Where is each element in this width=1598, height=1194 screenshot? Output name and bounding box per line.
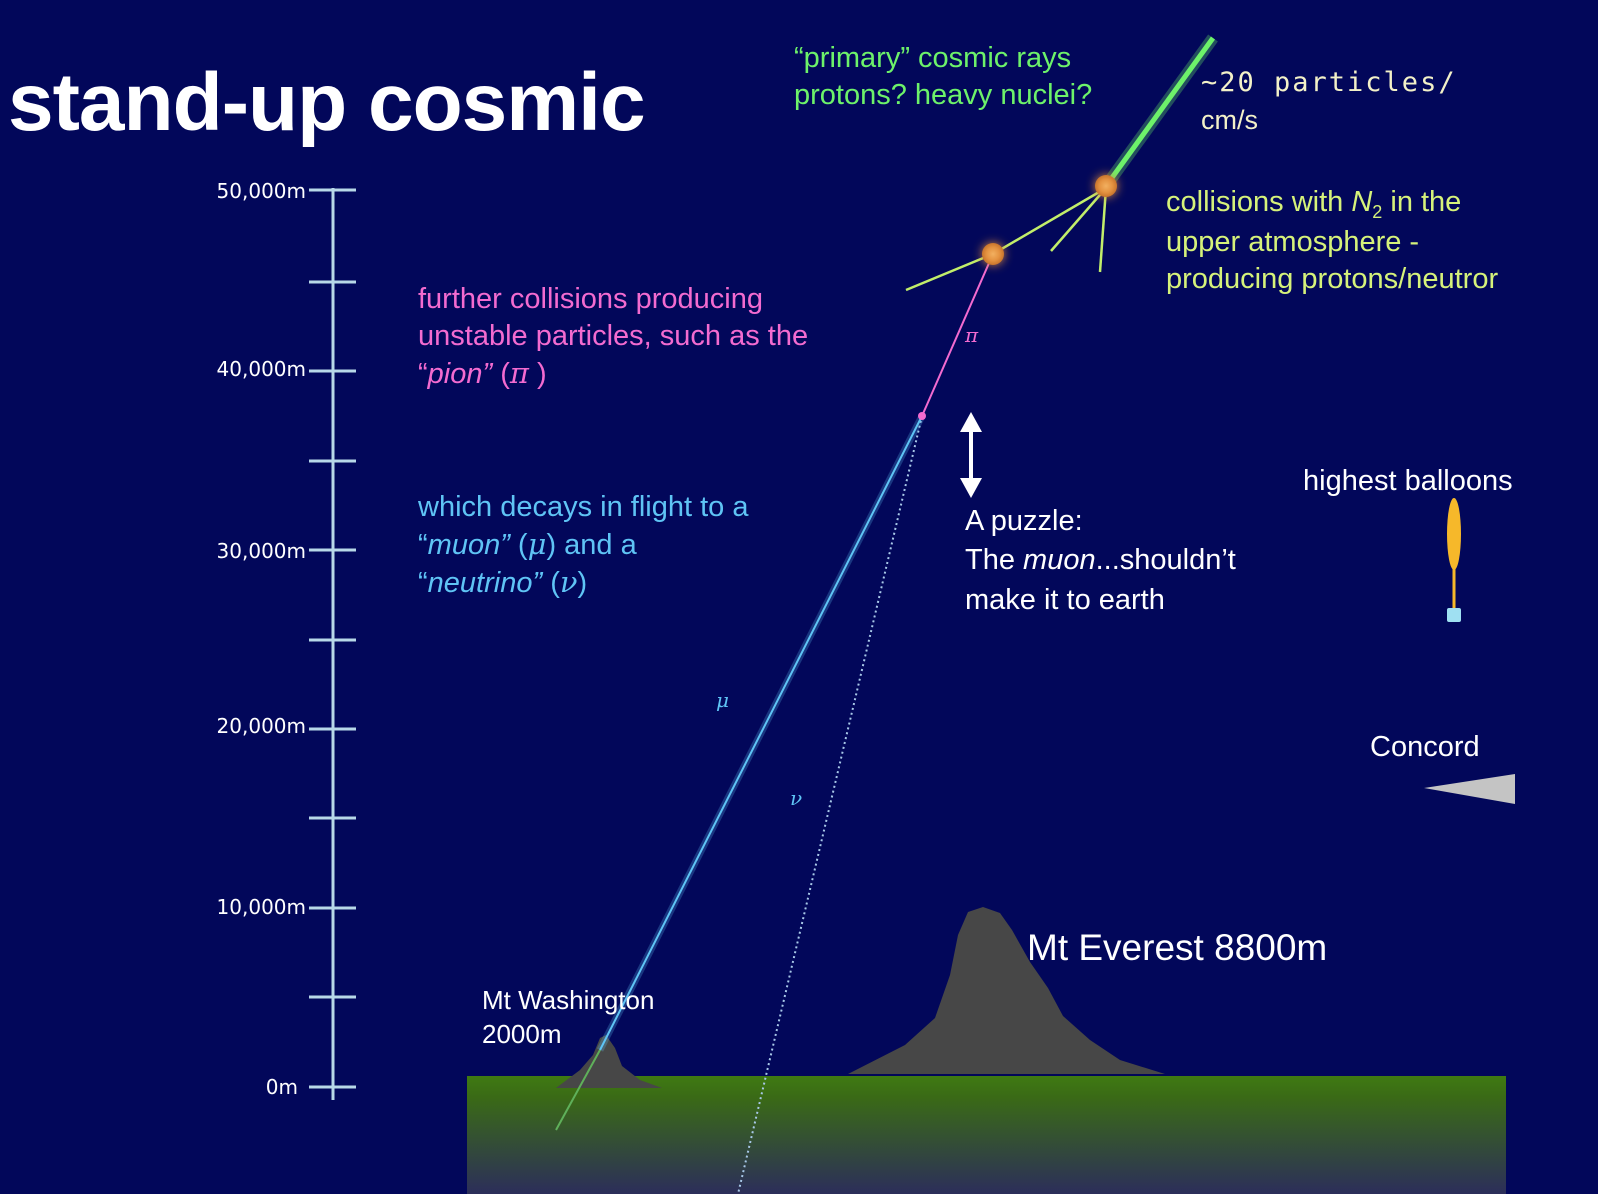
mt-everest-shape (848, 907, 1165, 1074)
decay-line3: “neutrino” (ν) (418, 565, 588, 600)
puzzle-line3: make it to earth (965, 583, 1165, 616)
pion-track-label: π (965, 323, 979, 347)
altitude-scale (309, 188, 356, 1100)
pion-decay-point (918, 412, 926, 420)
pion-track (921, 253, 994, 417)
balloon-icon (1447, 498, 1461, 622)
muon-symbol: μ (527, 527, 547, 562)
mt-washington-line2: 2000m (482, 1018, 562, 1049)
pion-line3: “pion” (π ) (418, 356, 547, 391)
altitude-label-10000: 10,000m (216, 895, 306, 919)
puzzle-text: A puzzle: The muon...shouldn’t make it t… (965, 502, 1236, 620)
pion-symbol: π (509, 356, 529, 391)
muon-track-ground (555, 1049, 601, 1131)
flux-line1: ~20 particles/ (1201, 67, 1457, 98)
decay-description: which decays in flight to a “muon” (μ) a… (418, 489, 748, 602)
muon-track (599, 415, 923, 1051)
concord-label: Concord (1370, 731, 1480, 763)
pion-line1: further collisions producing (418, 283, 763, 315)
altitude-label-40000: 40,000m (216, 357, 306, 381)
highest-balloons-label: highest balloons (1303, 465, 1513, 497)
decay-line1: which decays in flight to a (418, 491, 749, 523)
altitude-label-50000: 50,000m (216, 179, 306, 203)
double-arrow-icon (960, 412, 982, 498)
altitude-label-0: 0m (265, 1075, 298, 1099)
pion-name: pion” (427, 358, 493, 391)
neutrino-track-label: ν (790, 786, 803, 810)
primary-ray (1103, 36, 1216, 188)
secondary-tracks (905, 186, 1108, 292)
primary-collision-point (1095, 175, 1117, 197)
decay-line2: “muon” (μ) and a (418, 527, 637, 562)
primary-rays-line1: “primary” cosmic rays (794, 42, 1072, 74)
puzzle-line2: The muon...shouldn’t (965, 544, 1236, 577)
secondary-collision-point (982, 243, 1004, 265)
slide-title: stand-up cosmic (8, 57, 646, 148)
mt-washington-shape (556, 1035, 662, 1088)
n2-symbol: N (1351, 186, 1373, 218)
collisions-line2: upper atmosphere - (1166, 225, 1420, 258)
collisions-line1: collisions with N2 in the (1166, 186, 1462, 222)
neutrino-name: neutrino” (427, 567, 543, 600)
neutrino-symbol: ν (559, 565, 578, 600)
mt-washington-label: Mt Washington 2000m (482, 984, 654, 1052)
muon-name: muon” (427, 529, 510, 562)
neutrino-track (737, 415, 923, 1194)
altitude-label-20000: 20,000m (216, 714, 306, 738)
muon-track-label: μ (716, 688, 729, 712)
altitude-label-30000: 30,000m (216, 539, 306, 563)
ground (467, 1076, 1506, 1194)
flux-line2: cm/s (1201, 104, 1258, 135)
puzzle-muon: muon (1023, 544, 1096, 577)
pion-description: further collisions producing unstable pa… (418, 281, 808, 393)
flux-label: ~20 particles/ cm/s (1201, 64, 1457, 140)
n2-subscript: 2 (1372, 201, 1383, 222)
pion-line2: unstable particles, such as the (418, 320, 809, 353)
concord-icon (1424, 774, 1515, 804)
mt-everest-label: Mt Everest 8800m (1027, 927, 1328, 968)
primary-rays-label: “primary” cosmic rays protons? heavy nuc… (794, 40, 1092, 114)
primary-rays-line2: protons? heavy nuclei? (794, 79, 1093, 112)
collisions-label: collisions with N2 in the upper atmosphe… (1166, 184, 1536, 298)
collisions-line3: producing protons/neutror (1166, 262, 1499, 295)
puzzle-line1: A puzzle: (965, 505, 1083, 537)
mt-washington-line1: Mt Washington (482, 985, 655, 1015)
